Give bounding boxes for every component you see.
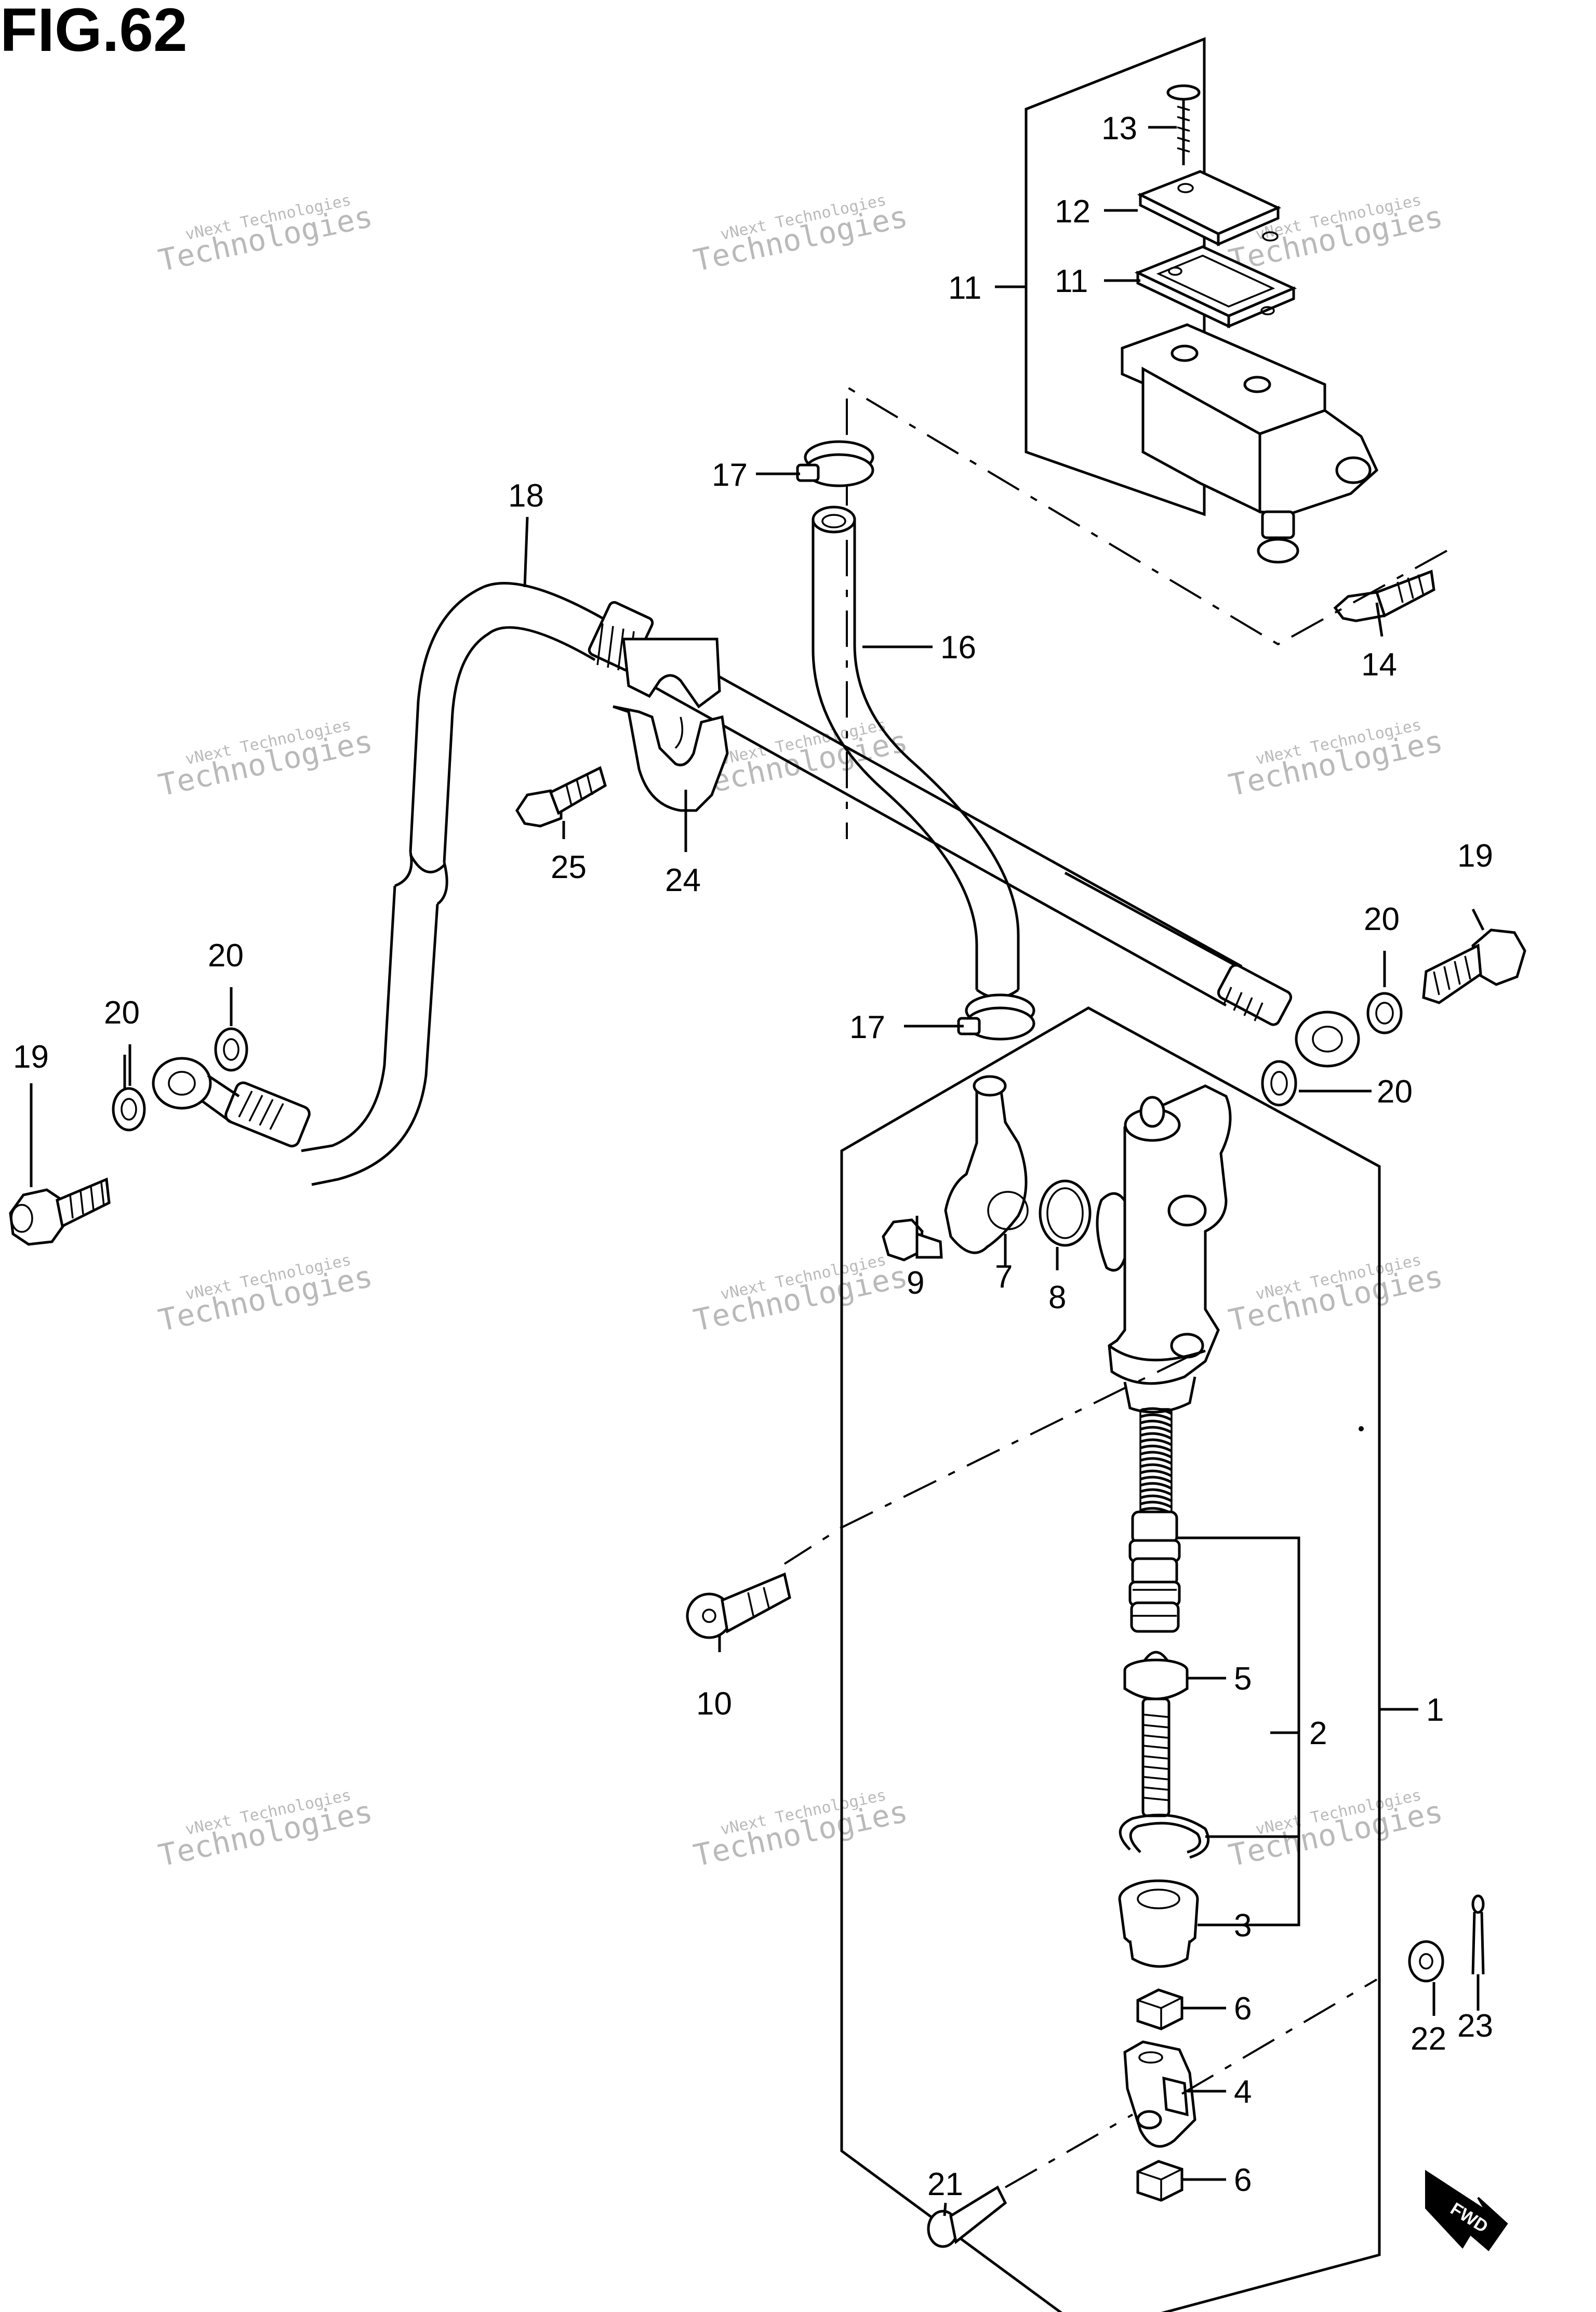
callout-10: 10 [696, 1686, 732, 1722]
pivot-bolt [686, 1572, 791, 1639]
rod-clevis [1123, 2040, 1196, 2148]
reservoir-hose [812, 520, 1020, 990]
circlip [1119, 1813, 1210, 1859]
callout-20-right-inner: 20 [1377, 1074, 1413, 1110]
banjo-bolt-right [1422, 928, 1526, 1004]
connector-bolt [882, 1218, 943, 1261]
reservoir-body [1121, 323, 1379, 564]
master-cylinder-body [1096, 1084, 1232, 1414]
callout-1: 1 [1426, 1692, 1444, 1728]
reservoir-cap [1137, 170, 1282, 247]
hose-clip-group [515, 637, 729, 828]
callout-labels: 13 12 11 11 14 17 16 18 25 24 17 19 20 2… [13, 111, 1493, 2202]
reservoir-assembly-group [846, 37, 1447, 839]
hose-clamp-bottom [957, 993, 1035, 1041]
callout-18: 18 [508, 478, 544, 514]
push-rod [1123, 1651, 1189, 1817]
callout-24: 24 [665, 862, 701, 898]
washer-left-inner [214, 1027, 248, 1072]
pin-alignment-line [1005, 2114, 1133, 2188]
banjo-bolt-left [9, 1177, 111, 1246]
figure-title: FIG.62 [0, 0, 188, 64]
reservoir-mounting-bolt [1333, 569, 1435, 622]
callout-22: 22 [1411, 2021, 1446, 2057]
callout-20-left-outer: 20 [104, 995, 140, 1031]
brake-hose [301, 582, 604, 1186]
clevis-pin [927, 2185, 1007, 2248]
return-spring [1139, 1407, 1173, 1515]
hose-clamp-top [796, 440, 874, 487]
callout-17-top: 17 [712, 457, 748, 493]
callout-16: 16 [940, 630, 976, 666]
callout-15: 14 [1361, 647, 1397, 683]
callout-23: 23 [1457, 2008, 1493, 2044]
callout-9: 9 [907, 1265, 924, 1301]
callout-3: 3 [1234, 1908, 1252, 1944]
fwd-arrow: FWD [1425, 2170, 1508, 2251]
callout-17-bottom: 17 [849, 1009, 885, 1045]
master-cylinder-outline [840, 1006, 1381, 2312]
clip-bolt [515, 766, 607, 828]
callout-6-lower: 6 [1234, 2162, 1252, 2198]
reservoir-assembly-outline [1025, 37, 1206, 516]
callout-4: 4 [1234, 2074, 1252, 2110]
callout-8: 8 [1048, 1280, 1066, 1316]
washer-right-inner [1261, 1060, 1297, 1107]
master-cylinder-group [686, 1006, 1485, 2312]
washer-left-outer [112, 1087, 146, 1132]
callout-5: 5 [1234, 1661, 1252, 1697]
dust-boot [1118, 1879, 1199, 1968]
callout-14: 13 [1101, 111, 1137, 147]
o-ring [1039, 1179, 1092, 1247]
callout-13: 12 [1055, 194, 1090, 230]
callout-6-upper: 6 [1234, 1991, 1252, 2027]
lock-nut-upper [1136, 1988, 1183, 2030]
lock-nut-lower [1136, 2160, 1183, 2202]
reservoir-hose-group [796, 440, 1035, 1041]
reservoir-alignment-line [846, 385, 1447, 839]
callout-19-right: 19 [1457, 838, 1493, 874]
callout-2: 2 [1309, 1716, 1327, 1751]
reservoir-screw [1166, 84, 1201, 165]
hose-joint [944, 1075, 1029, 1254]
callout-21: 21 [927, 2167, 963, 2202]
hose-clip [613, 637, 729, 812]
callout-19-left: 19 [13, 1039, 49, 1075]
leader-lines [30, 126, 1485, 2216]
callout-7: 7 [995, 1259, 1013, 1295]
cotter-alignment-line [1181, 1978, 1378, 2095]
callout-25: 25 [551, 849, 587, 885]
piston-seal-upper [1128, 1510, 1181, 1633]
callout-11: 11 [948, 270, 981, 306]
callout-20-left-inner: 20 [208, 938, 244, 974]
brake-hose-group [152, 582, 1360, 1186]
cotter-pin [1471, 1894, 1485, 1975]
pivot-alignment-line [783, 1355, 1190, 1565]
callout-12: 11 [1055, 263, 1088, 299]
pin-washer [1408, 1940, 1444, 1983]
callout-20-right-outer: 20 [1364, 901, 1400, 937]
washer-right-outer [1366, 992, 1403, 1034]
